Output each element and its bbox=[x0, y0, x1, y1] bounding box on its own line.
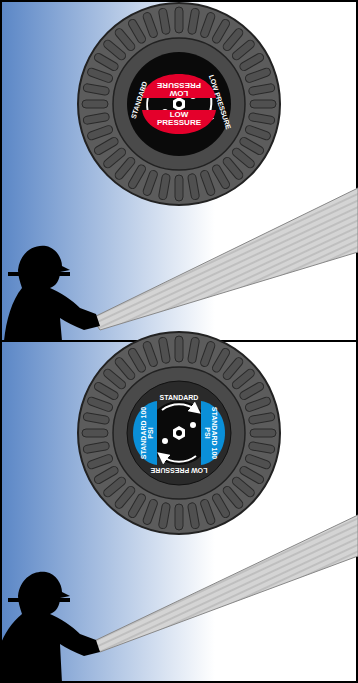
tread-slot bbox=[142, 498, 158, 525]
segment-fill bbox=[142, 110, 216, 134]
pressure-segment: LOW PRESSURE bbox=[141, 72, 217, 98]
nozzle-dial bbox=[78, 3, 280, 205]
tread-slot bbox=[158, 502, 170, 529]
tread-slot bbox=[200, 11, 216, 38]
tread-slot bbox=[86, 454, 113, 470]
tread-slot bbox=[93, 136, 120, 156]
tread-slot bbox=[175, 7, 183, 33]
tread-slot bbox=[187, 502, 199, 529]
pressure-segment: LOW PRESSURE bbox=[141, 110, 217, 136]
tread-slot bbox=[86, 396, 113, 412]
tread-slot bbox=[238, 381, 265, 401]
segment-label: STANDARD 100 PSI bbox=[140, 404, 155, 462]
tread-slot bbox=[83, 441, 110, 453]
segment-fill bbox=[133, 401, 157, 465]
nozzle-dial bbox=[78, 332, 280, 534]
pressure-segment: STANDARD 100 PSI bbox=[131, 400, 157, 466]
segment-fill bbox=[201, 401, 225, 465]
tread-slot bbox=[244, 396, 271, 412]
panel-ground bbox=[0, 341, 358, 683]
segment-label: LOW PRESSURE bbox=[149, 81, 209, 98]
tread-slot bbox=[187, 173, 199, 200]
tread-slot bbox=[175, 175, 183, 201]
setting-label: STANDARD bbox=[160, 394, 199, 401]
tread-slot bbox=[93, 465, 120, 485]
tread-slot bbox=[158, 337, 170, 364]
tread-slot bbox=[250, 429, 276, 437]
segment-label: LOW PRESSURE bbox=[149, 111, 209, 128]
tread-slot bbox=[83, 83, 110, 95]
tread-slot bbox=[244, 125, 271, 141]
tread-slot bbox=[248, 112, 275, 124]
panel-ground bbox=[0, 0, 358, 341]
tread-slot bbox=[158, 173, 170, 200]
tread-slot bbox=[248, 412, 275, 424]
tread-slot bbox=[187, 8, 199, 35]
segment-fill bbox=[142, 74, 216, 98]
tread-slot bbox=[142, 11, 158, 38]
tread-slot bbox=[238, 52, 265, 72]
tread-slot bbox=[175, 336, 183, 362]
tread-slot bbox=[244, 67, 271, 83]
tread-slot bbox=[200, 169, 216, 196]
tread-slot bbox=[82, 429, 108, 437]
tread-slot bbox=[211, 492, 231, 519]
tread-slot bbox=[211, 163, 231, 190]
tread-slot bbox=[200, 340, 216, 367]
water-stream bbox=[92, 188, 358, 330]
tread-slot bbox=[248, 441, 275, 453]
tread-slot bbox=[127, 347, 147, 374]
firefighter bbox=[4, 246, 100, 341]
tread-slot bbox=[86, 125, 113, 141]
tread-slot bbox=[86, 67, 113, 83]
tread-slot bbox=[200, 498, 216, 525]
tread-slot bbox=[82, 100, 108, 108]
tread-slot bbox=[175, 504, 183, 530]
tread-slot bbox=[127, 18, 147, 45]
tread-slot bbox=[83, 112, 110, 124]
tread-slot bbox=[158, 8, 170, 35]
tread-slot bbox=[83, 412, 110, 424]
water-stream bbox=[92, 515, 358, 652]
tread-slot bbox=[142, 169, 158, 196]
tread-slot bbox=[244, 454, 271, 470]
tread-slot bbox=[187, 337, 199, 364]
segment-label: STANDARD 100 PSI bbox=[204, 404, 219, 462]
tread-slot bbox=[250, 100, 276, 108]
tread-slot bbox=[142, 340, 158, 367]
firefighter bbox=[0, 572, 100, 683]
setting-label: LOW PRESSURE bbox=[151, 467, 208, 474]
tread-slot bbox=[248, 83, 275, 95]
setting-label: LOW PRESSURE bbox=[208, 74, 232, 130]
pressure-segment: STANDARD 100 PSI bbox=[201, 400, 227, 466]
